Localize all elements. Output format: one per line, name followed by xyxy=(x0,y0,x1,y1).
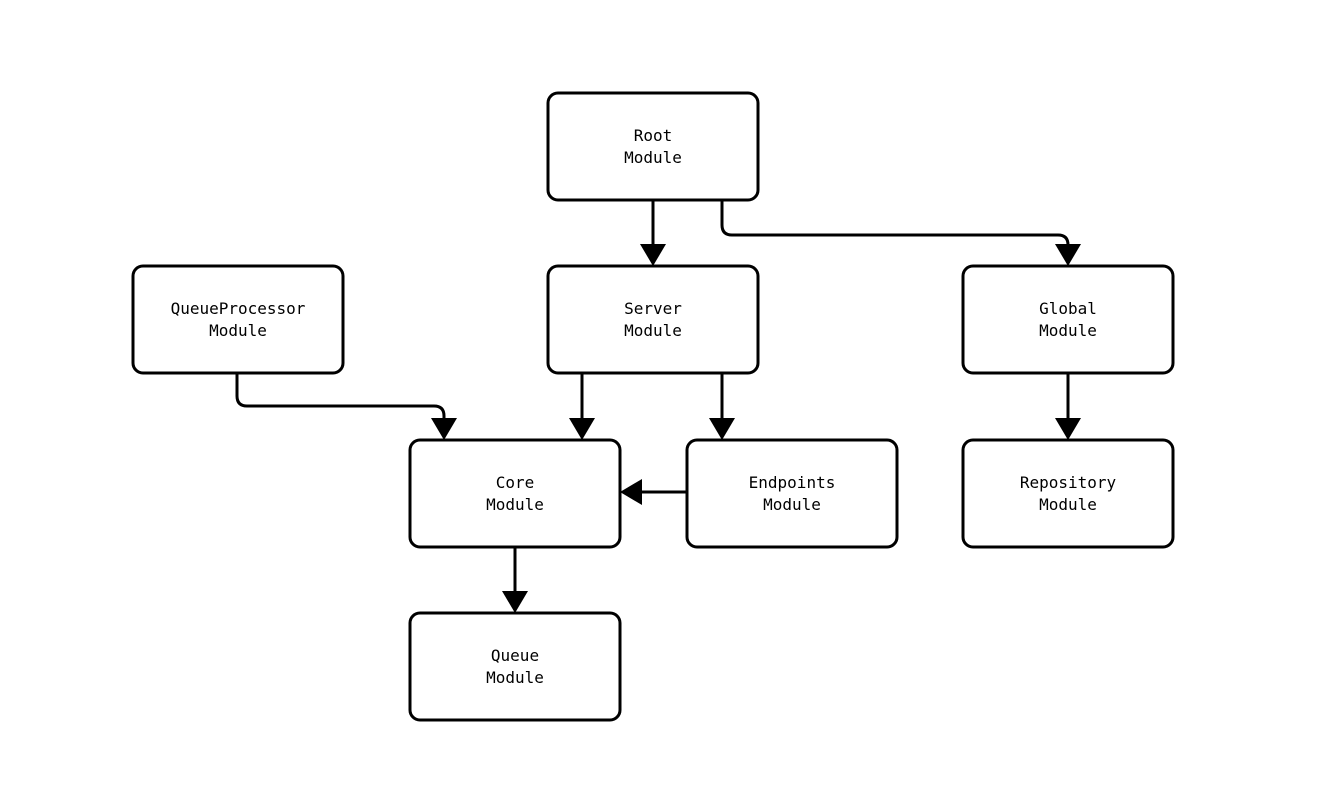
node-box-repository-module[interactable] xyxy=(961,438,1175,549)
edge-global-repository xyxy=(1055,373,1081,440)
edge-root-server xyxy=(640,199,666,266)
node-box-queue-module[interactable] xyxy=(408,611,622,722)
node-box-core-module[interactable] xyxy=(408,438,622,549)
node-box-root-module[interactable] xyxy=(546,91,760,202)
edge-root-global-arrowhead xyxy=(1055,244,1081,266)
edge-queueprocessor-core-line xyxy=(235,373,446,427)
edge-layer xyxy=(235,199,1081,613)
node-box-global-module[interactable] xyxy=(961,264,1175,375)
node-box-endpoints-module[interactable] xyxy=(685,438,899,549)
edge-core-queue xyxy=(502,547,528,613)
node-layer xyxy=(131,91,1175,722)
edge-queueprocessor-core-arrowhead xyxy=(431,418,457,440)
edge-core-queue-arrowhead xyxy=(502,591,528,613)
edge-queueprocessor-core xyxy=(235,373,457,440)
edge-endpoints-core xyxy=(620,479,687,505)
edge-root-server-arrowhead xyxy=(640,244,666,266)
edge-server-endpoints xyxy=(709,373,735,440)
edge-server-core xyxy=(569,373,595,440)
node-box-server-module[interactable] xyxy=(546,264,760,375)
edge-server-endpoints-arrowhead xyxy=(709,418,735,440)
edge-root-global xyxy=(720,199,1081,266)
edge-global-repository-arrowhead xyxy=(1055,418,1081,440)
node-box-queueprocessor-module[interactable] xyxy=(131,264,345,375)
edge-endpoints-core-arrowhead xyxy=(620,479,642,505)
edge-server-core-arrowhead xyxy=(569,418,595,440)
edge-root-global-line xyxy=(720,199,1070,253)
